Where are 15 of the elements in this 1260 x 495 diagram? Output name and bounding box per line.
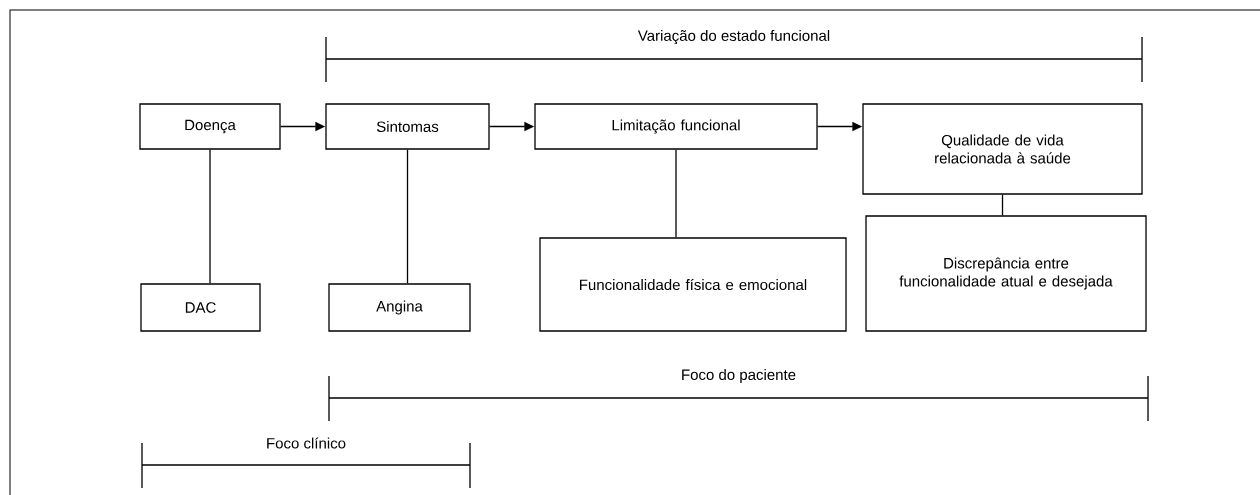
connector-line — [406, 149, 409, 284]
process-box: Sintomas — [325, 103, 490, 150]
process-box: Discrepância entre funcionalidade atual e desejada — [865, 215, 1147, 332]
bracket-label: Foco do paciente — [682, 369, 796, 383]
process-box: Limitação funcional — [534, 103, 818, 150]
process-box: Doença — [139, 103, 281, 150]
process-box: Qualidade de vida relacionada à saúde — [862, 103, 1143, 195]
bracket-label: Variação do estado funcional — [637, 30, 830, 45]
process-box: DAC — [140, 283, 261, 332]
process-box: Funcionalidade física e emocional — [539, 237, 847, 332]
bracket-label: Foco clínico — [267, 437, 346, 449]
connector-line — [209, 149, 211, 284]
connector-line — [1001, 194, 1004, 216]
connector-line — [675, 149, 677, 238]
process-box: Angina — [328, 283, 471, 332]
